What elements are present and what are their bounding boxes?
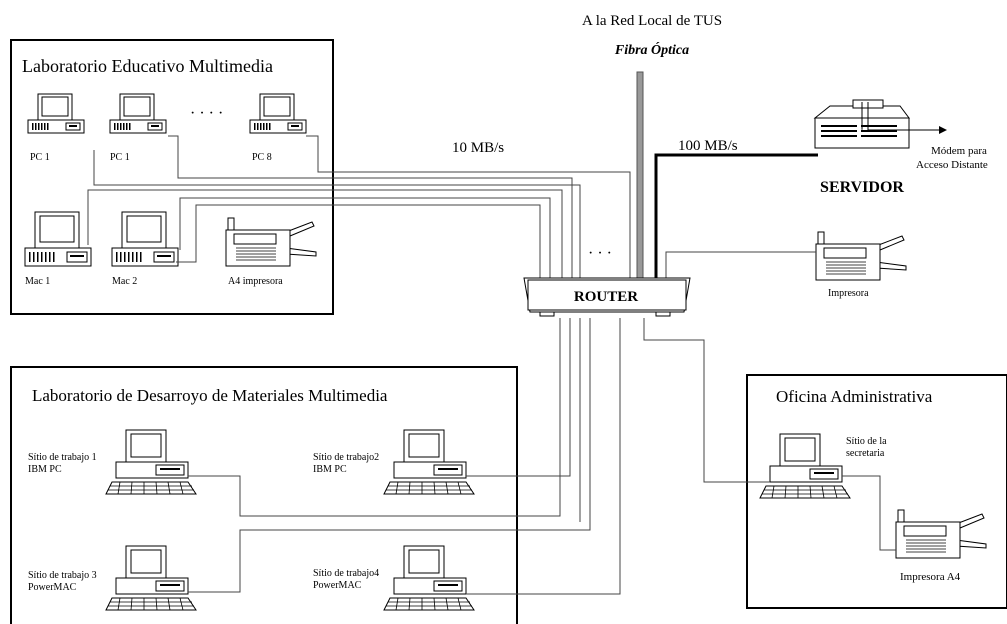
workstation-icon-4 [383, 545, 475, 611]
fiber-optic-line [636, 71, 644, 285]
more-pcs-dots: · · · · [190, 105, 223, 122]
office-wire [643, 318, 770, 483]
server-label: SERVIDOR [820, 179, 904, 196]
printer-icon-lab [225, 217, 317, 267]
pc-icon-8 [249, 93, 307, 134]
office-printer-wire [842, 475, 896, 551]
office-printer-label: Impresora A4 [900, 571, 961, 583]
mac-label-2: Mac 2 [112, 276, 137, 287]
pc-label-1: PC 1 [30, 152, 50, 163]
ws1-label-1: Sítio de trabajo 1 [28, 452, 97, 463]
speed-100-label: 100 MB/s [678, 138, 738, 154]
ws2-label-1: Sítio de trabajo2 [313, 452, 379, 463]
lab-materials-title: Laboratorio de Desarroyo de Materiales M… [32, 386, 388, 405]
ws2-label-2: IBM PC [313, 464, 347, 475]
workstation-icon-3 [105, 545, 197, 611]
pc-label-2: PC 1 [110, 152, 130, 163]
router-icon [523, 277, 691, 317]
mac-icon-1 [24, 211, 92, 267]
modem-label-2: Acceso Distante [916, 159, 988, 171]
lab-multimedia-title: Laboratorio Educativo Multimedia [22, 56, 273, 76]
printer-icon-office [895, 509, 987, 559]
network-label: A la Red Local de TUS [582, 13, 722, 29]
ws4-label-2: PowerMAC [313, 580, 362, 591]
pc-icon-2 [109, 93, 167, 134]
mac-label-1: Mac 1 [25, 276, 50, 287]
ws3-label-2: PowerMAC [28, 582, 77, 593]
ws4-label-1: Sítio de trabajo4 [313, 568, 379, 579]
workstation-icon-1 [105, 429, 197, 495]
ws1-label-2: IBM PC [28, 464, 62, 475]
printer-label-lab: A4 impresora [228, 276, 283, 287]
workstation-icon-2 [383, 429, 475, 495]
server-link-100 [654, 153, 818, 280]
mac-icon-2 [111, 211, 179, 267]
modem-arrow-head [939, 126, 947, 134]
workstation-icon-secretary [759, 433, 851, 499]
lab-materials-box [10, 366, 518, 624]
router-ellipsis: · · · [588, 245, 612, 262]
printer-right-wire [665, 251, 816, 280]
secretary-label-2: secretaria [846, 448, 885, 459]
fiber-label: Fibra Óptica [614, 41, 689, 58]
printer-right-label: Impresora [828, 288, 869, 299]
ws3-label-1: Sítio de trabajo 3 [28, 570, 97, 581]
pc-label-8: PC 8 [252, 152, 272, 163]
office-title: Oficina Administrativa [776, 387, 933, 406]
printer-icon-right [815, 231, 907, 281]
router-label: ROUTER [574, 289, 638, 305]
pc-icon-1 [27, 93, 85, 134]
lab-multimedia-box [10, 39, 334, 315]
lab-materials-wires [188, 318, 621, 595]
modem-label-1: Módem para [931, 145, 987, 157]
office-box [746, 374, 1007, 609]
lab-multimedia-wires [87, 135, 631, 280]
secretary-label-1: Sítio de la [846, 436, 887, 447]
speed-10-label: 10 MB/s [452, 140, 504, 156]
